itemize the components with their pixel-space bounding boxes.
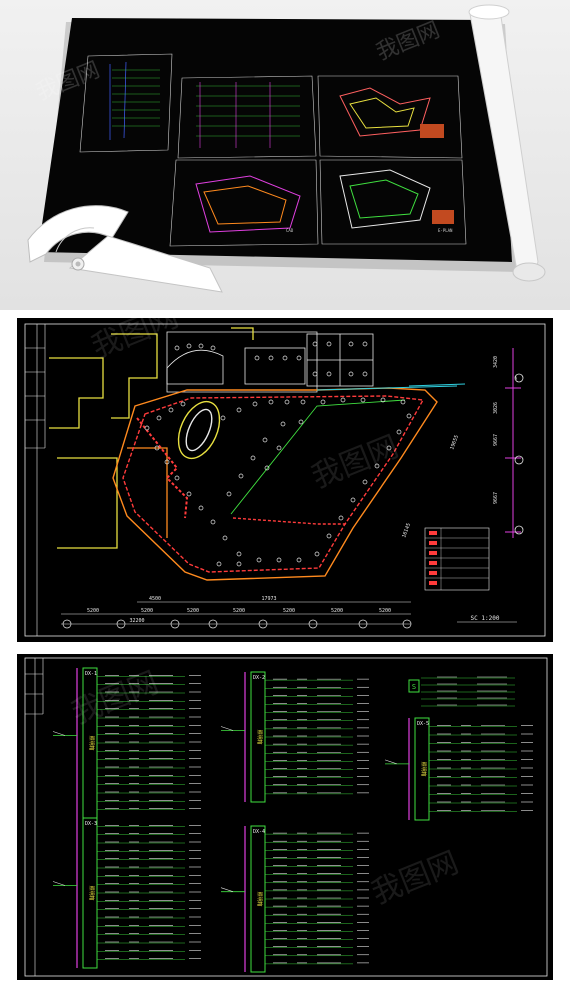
protractor-icon bbox=[27, 205, 223, 293]
hero-preview: CAD E-PLAN 我图网 我图网 bbox=[0, 0, 570, 310]
dim-right: 3026 bbox=[493, 402, 499, 414]
hero-illustration: CAD E-PLAN 我图网 我图网 bbox=[27, 4, 546, 293]
distribution-schematic: DX-1 照明箱 DX-3 照明箱 DX-2 照明箱 DX-4 照明箱 DX-5 照明箱 S 我图… bbox=[24, 657, 548, 977]
panel-label: DX-5 bbox=[417, 721, 429, 727]
schematic-preview: DX-1 照明箱 DX-3 照明箱 DX-2 照明箱 DX-4 照明箱 DX-5 照明箱 S 我图… bbox=[17, 654, 553, 980]
drawing-sheet bbox=[38, 18, 512, 262]
sheet-title-1: CAD bbox=[286, 228, 294, 233]
dim-diagonal: 16145 bbox=[401, 522, 412, 538]
dim-bottom: 5200 bbox=[233, 608, 245, 614]
dim-right: 9667 bbox=[493, 434, 499, 446]
box-label: 照明箱 bbox=[420, 761, 427, 776]
box-label: 照明箱 bbox=[256, 729, 263, 744]
dim-right: 9667 bbox=[493, 492, 499, 504]
watermark: 我图网 bbox=[87, 318, 184, 365]
box-label: 照明箱 bbox=[88, 735, 95, 750]
box-label: 照明箱 bbox=[88, 885, 95, 900]
sheet-border bbox=[24, 323, 546, 637]
dim-bottom: 5200 bbox=[331, 608, 343, 614]
meter-label: S bbox=[412, 683, 416, 691]
legend-table bbox=[424, 527, 490, 591]
watermark: 我图网 bbox=[307, 429, 404, 495]
panel-label: DX-2 bbox=[253, 675, 265, 681]
box-label: 照明箱 bbox=[256, 891, 263, 906]
axis-bubble-label: A bbox=[515, 376, 518, 381]
meter-box bbox=[408, 679, 420, 693]
floor-plan-drawing: A 3420 3026 9667 9667 19655 16145 bbox=[24, 318, 546, 637]
dim-bottom: 5200 bbox=[87, 608, 99, 614]
sheet-border bbox=[24, 657, 548, 977]
floor-plan-preview: A 3420 3026 9667 9667 19655 16145 bbox=[17, 318, 553, 642]
dim-top: 4500 bbox=[149, 596, 161, 602]
sheet-title-2: E-PLAN bbox=[438, 228, 453, 233]
panel-label: DX-3 bbox=[85, 821, 97, 827]
panel-label: DX-1 bbox=[85, 671, 97, 677]
dim-right: 3420 bbox=[493, 356, 499, 368]
dim-diagonal: 19655 bbox=[449, 434, 460, 450]
dim-bottom: 5200 bbox=[379, 608, 391, 614]
dim-total: 32200 bbox=[129, 618, 144, 624]
panel-label: DX-4 bbox=[253, 829, 265, 835]
watermark: 我图网 bbox=[367, 845, 464, 911]
dim-bottom: 5200 bbox=[187, 608, 199, 614]
scale-label: SC 1:200 bbox=[471, 615, 500, 622]
dim-top: 17973 bbox=[261, 596, 276, 602]
dim-bottom: 5200 bbox=[283, 608, 295, 614]
dim-bottom: 5200 bbox=[141, 608, 153, 614]
